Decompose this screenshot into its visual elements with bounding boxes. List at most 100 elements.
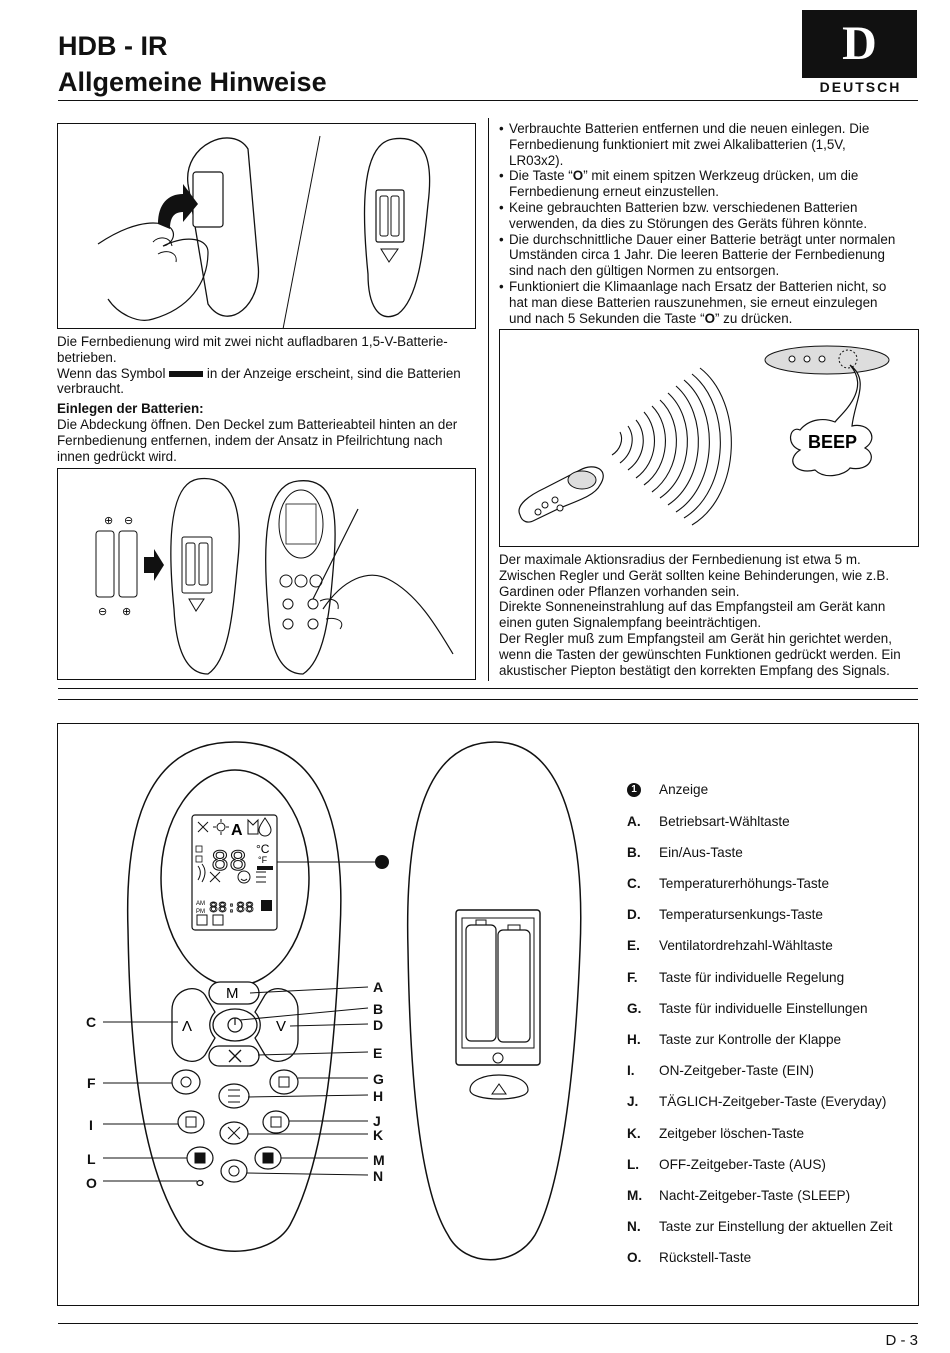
callout-l: L — [87, 1151, 96, 1167]
legend-key: B. — [627, 845, 641, 860]
display-unit-f: °F — [258, 855, 268, 865]
range-line-6: Der Regler muß zum Empfangsteil am Gerät… — [499, 630, 892, 646]
range-line-7: wenn die Tasten der gewünschten Funktion… — [499, 646, 901, 662]
legend-text: Anzeige — [659, 782, 709, 797]
legend-key: E. — [627, 938, 640, 953]
battery-minus-sign: ⊖ — [124, 515, 133, 527]
battery-insert-illustration: ⊕ ⊖ ⊖ ⊕ — [95, 477, 454, 675]
language-label: DEUTSCH — [819, 79, 902, 95]
legend-text: Taste für individuelle Einstellungen — [659, 1001, 868, 1016]
temp-down-label: V — [276, 1018, 286, 1035]
insert-line-3: innen gedrückt wird. — [57, 448, 177, 464]
remote-diagram-box — [57, 723, 919, 1306]
legend-text: Temperatursenkungs-Taste — [659, 907, 823, 922]
battery-plus-sign: ⊕ — [104, 515, 113, 527]
figure-open-cover — [57, 123, 476, 330]
legend-key: I. — [627, 1063, 635, 1078]
bullet-item-2: Die Taste “O” mit einem spitzen Werkzeug… — [499, 168, 919, 200]
remote-back-illustration — [97, 135, 431, 330]
legend-key: J. — [627, 1094, 639, 1109]
legend-text: Zeitgeber löschen-Taste — [659, 1126, 805, 1141]
range-line-4: Direkte Sonneneinstrahlung auf das Empfa… — [499, 599, 886, 615]
legend-text: Betriebsart-Wähltaste — [659, 814, 790, 829]
range-line-2: Zwischen Regler und Gerät sollten keine … — [499, 567, 890, 583]
callout-g: G — [373, 1071, 384, 1087]
callout-o: O — [86, 1175, 97, 1191]
section-divider-1 — [58, 688, 918, 689]
legend-key: D. — [627, 907, 641, 922]
display-am: AM — [196, 901, 205, 907]
bullet-item-3: Keine gebrauchten Batterien bzw. verschi… — [499, 200, 919, 232]
range-line-3: Gardinen oder Pflanzen vorhanden sein. — [499, 583, 740, 599]
callout-k: K — [373, 1127, 384, 1143]
legend-text: Nacht-Zeitgeber-Taste (SLEEP) — [659, 1188, 851, 1203]
intro-line-2: betrieben. — [57, 349, 117, 365]
callout-d: D — [373, 1017, 384, 1033]
section-divider-2 — [58, 699, 918, 700]
callout-e: E — [373, 1045, 383, 1061]
page-number: D - 3 — [885, 1332, 918, 1349]
legend-key: N. — [627, 1219, 641, 1234]
legend-key: L. — [627, 1157, 640, 1172]
battery-minus-sign-2: ⊖ — [98, 606, 107, 618]
header-divider — [58, 100, 918, 101]
callout-f: F — [87, 1075, 96, 1091]
insert-line-2: Fernbedienung entfernen, indem der Ansat… — [57, 432, 443, 448]
legend-text: ON-Zeitgeber-Taste (EIN) — [659, 1063, 814, 1078]
display-battery-symbol — [257, 866, 273, 870]
insert-heading: Einlegen der Batterien: — [57, 401, 204, 417]
display-unit-c: °C — [256, 842, 270, 856]
insert-line-1: Die Abdeckung öffnen. Den Deckel zum Bat… — [57, 416, 458, 432]
legend-text: Taste für individuelle Regelung — [659, 970, 845, 985]
callout-h: H — [373, 1088, 384, 1104]
beep-label: BEEP — [808, 432, 857, 452]
legend-text: Temperaturerhöhungs-Taste — [659, 876, 830, 891]
callout-b: B — [373, 1001, 384, 1017]
language-badge: D — [802, 10, 917, 78]
legend-text: Taste zur Einstellung der aktuellen Zeit — [659, 1219, 893, 1234]
bullet-item-1: Verbrauchte Batterien entfernen und die … — [499, 121, 919, 168]
range-line-5: einen guten Signalempfang beeinträchtige… — [499, 615, 762, 631]
bullet-item-4: Die durchschnittliche Dauer einer Batter… — [499, 232, 919, 279]
mode-button-label: M — [226, 985, 239, 1002]
footer-divider — [58, 1323, 918, 1324]
figure-insert-batteries: ⊕ ⊖ ⊖ ⊕ — [57, 468, 476, 680]
legend-text: Rückstell-Taste — [659, 1250, 752, 1265]
range-info-text: Der maximale Aktionsradius der Fernbedie… — [499, 552, 924, 678]
battery-plus-sign-2: ⊕ — [122, 606, 131, 618]
range-line-8: akustischer Piepton bestätigt den korrek… — [499, 662, 890, 678]
legend-text: Ein/Aus-Taste — [659, 845, 743, 860]
callout-i: I — [89, 1117, 93, 1133]
svg-text:A: A — [231, 822, 243, 839]
symbol-text-after: in der Anzeige erscheint, sind die Batte… — [206, 365, 461, 381]
callout-m: M — [373, 1152, 385, 1168]
legend-key: F. — [627, 970, 638, 985]
legend-key: H. — [627, 1032, 641, 1047]
callout-n: N — [373, 1168, 384, 1184]
legend-key: K. — [627, 1126, 641, 1141]
legend-key: 1 — [627, 783, 641, 797]
battery-info-text: Die Fernbedienung wird mit zwei nicht au… — [57, 334, 482, 464]
display-pm: PM — [196, 909, 205, 915]
page-title: HDB - IR — [58, 31, 168, 61]
legend-key: O. — [627, 1250, 642, 1265]
callout-a: A — [373, 979, 384, 995]
battery-instructions: Verbrauchte Batterien entfernen und die … — [499, 121, 919, 326]
battery-symbol-line: Wenn das Symbol in der Anzeige erscheint… — [57, 366, 482, 382]
callout-c: C — [86, 1014, 97, 1030]
legend-text: Ventilatordrehzahl-Wähltaste — [659, 938, 833, 953]
page-subtitle: Allgemeine Hinweise — [58, 67, 327, 97]
symbol-text-before: Wenn das Symbol — [57, 365, 166, 381]
legend-text: TÄGLICH-Zeitgeber-Taste (Everyday) — [659, 1094, 887, 1109]
legend-key: M. — [627, 1188, 643, 1203]
figure-signal-beep: BEEP — [499, 329, 919, 547]
signal-beep-illustration: BEEP — [518, 345, 890, 526]
bullet-item-5: Funktioniert die Klimaanlage nach Ersatz… — [499, 279, 919, 326]
intro-line-1: Die Fernbedienung wird mit zwei nicht au… — [57, 334, 448, 349]
battery-low-symbol — [169, 371, 204, 378]
symbol-text-end: verbraucht. — [57, 381, 124, 397]
legend-key: A. — [627, 814, 641, 829]
display-time: 88:88 — [209, 900, 254, 917]
range-line-1: Der maximale Aktionsradius der Fernbedie… — [499, 552, 861, 567]
